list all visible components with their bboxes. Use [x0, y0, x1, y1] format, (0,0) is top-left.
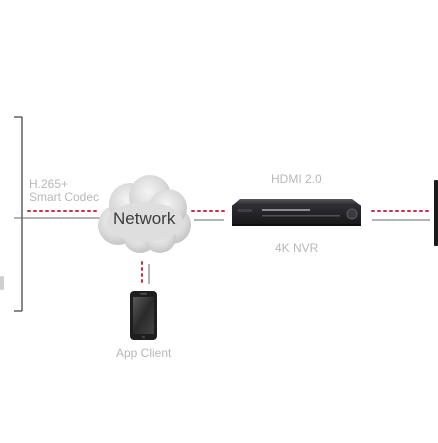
monitor-edge: [434, 180, 438, 246]
offscreen-camera-hint: [0, 276, 4, 290]
cloud-icon: [98, 175, 191, 253]
smartphone-icon: [130, 291, 157, 340]
codec-label-line1: H.265+: [29, 177, 69, 191]
left-bracket: [14, 116, 23, 312]
network-label: Network: [113, 209, 176, 228]
hdmi-label: HDMI 2.0: [271, 172, 322, 186]
app-client-label: App Client: [116, 346, 172, 360]
codec-label-line2: Smart Codec: [29, 190, 100, 204]
nvr-recorder-icon: [232, 199, 361, 226]
nvr-label: 4K NVR: [275, 241, 319, 255]
